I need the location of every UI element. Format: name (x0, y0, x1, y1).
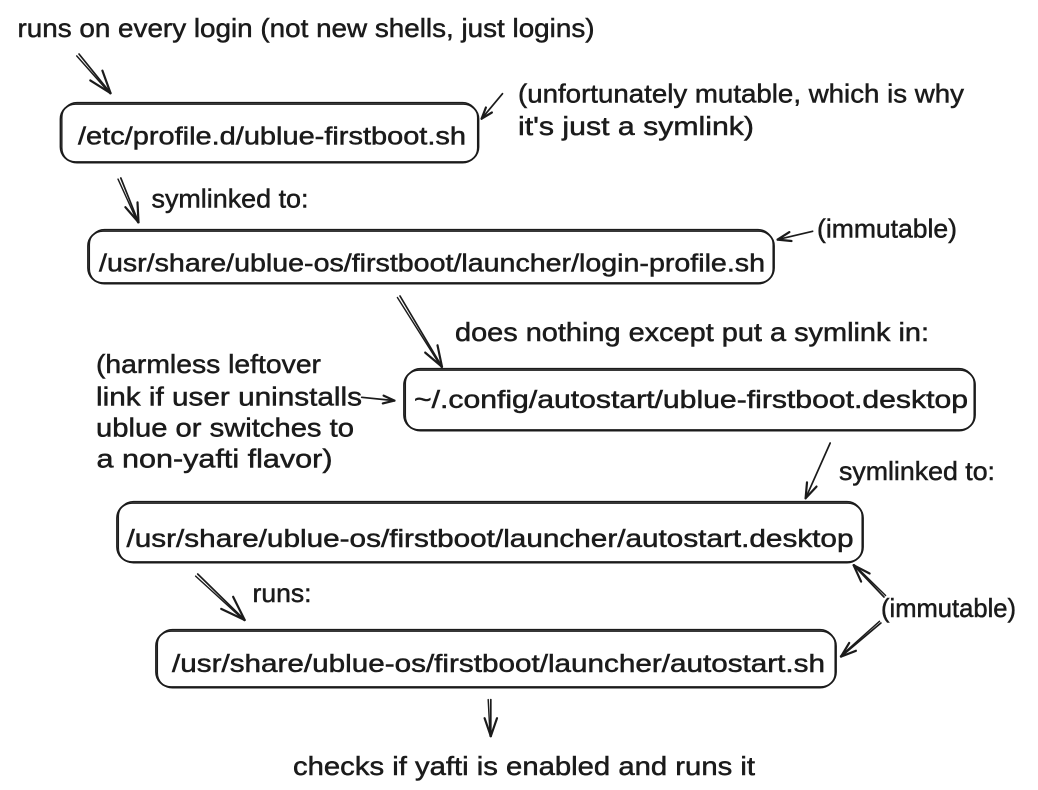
svg-text:checks if yafti is enabled and: checks if yafti is enabled and runs it (293, 751, 756, 781)
svg-text:~/.config/autostart/ublue-firs: ~/.config/autostart/ublue-firstboot.desk… (414, 386, 968, 414)
svg-text:(unfortunately mutable, which: (unfortunately mutable, which is why (518, 79, 964, 109)
svg-text:/usr/share/ublue-os/firstboot/: /usr/share/ublue-os/firstboot/launcher/a… (127, 525, 854, 553)
svg-text:runs:: runs: (253, 578, 312, 608)
svg-text:it's just a symlink): it's just a symlink) (518, 111, 754, 141)
svg-text:symlinked to:: symlinked to: (839, 456, 995, 486)
svg-text:(harmless leftover: (harmless leftover (96, 349, 321, 379)
svg-text:ublue or switches to: ublue or switches to (96, 413, 354, 443)
svg-text:/usr/share/ublue-os/firstboot/: /usr/share/ublue-os/firstboot/launcher/a… (172, 650, 825, 678)
svg-text:/etc/profile.d/ublue-firstboot: /etc/profile.d/ublue-firstboot.sh (78, 122, 466, 150)
svg-text:symlinked to:: symlinked to: (152, 184, 309, 214)
svg-text:runs on every login (not new s: runs on every login (not new shells, jus… (18, 13, 595, 43)
svg-text:/usr/share/ublue-os/firstboot/: /usr/share/ublue-os/firstboot/launcher/l… (99, 250, 765, 278)
svg-text:link if user uninstalls: link if user uninstalls (96, 382, 362, 412)
svg-text:(immutable): (immutable) (881, 593, 1016, 623)
svg-text:(immutable): (immutable) (817, 214, 957, 244)
svg-text:does nothing except put a syml: does nothing except put a symlink in: (455, 317, 929, 347)
svg-text:a non-yafti flavor): a non-yafti flavor) (97, 444, 333, 474)
